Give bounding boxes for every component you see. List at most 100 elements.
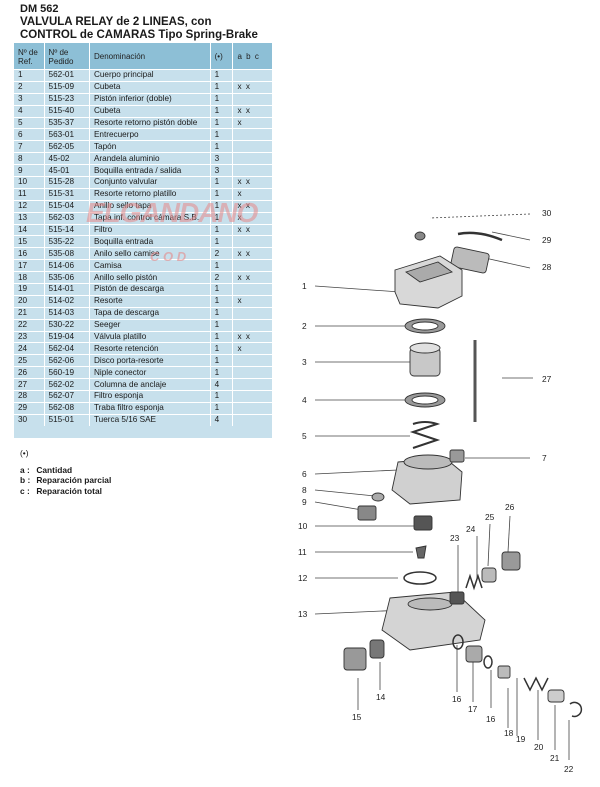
parts-table-panel: Nº de Ref. Nº de Pedido Denominación (•)…: [14, 43, 272, 438]
quantity-cell: 1: [210, 354, 234, 367]
ref-cell: 19: [14, 283, 45, 296]
callout-19: 19: [516, 734, 526, 744]
parts-table: Nº de Ref. Nº de Pedido Denominación (•)…: [14, 43, 272, 426]
denominacion-cell: Entrecuerpo: [89, 128, 211, 141]
repair-flags-cell: x x: [232, 104, 272, 118]
quantity-cell: 4: [210, 413, 234, 426]
seal-16: [452, 634, 464, 650]
ref-cell: 3: [14, 92, 45, 106]
denominacion-cell: Traba filtro esponja: [89, 401, 211, 415]
ref-cell: 2: [14, 80, 45, 94]
filter-14: [369, 639, 385, 659]
pedido-cell: 535-22: [44, 235, 90, 248]
pedido-cell: 45-01: [44, 164, 90, 177]
header-abc: a b c: [232, 43, 272, 70]
legend-item-a: a : Cantidad: [20, 465, 111, 476]
quantity-cell: 1: [210, 342, 234, 355]
callout-15: 15: [352, 712, 362, 722]
pedido-cell: 562-01: [44, 69, 90, 82]
document-title-line2: CONTROL de CAMARAS Tipo Spring-Brake: [20, 29, 258, 41]
ref-cell: 20: [14, 294, 45, 308]
repair-flags-cell: x: [232, 294, 272, 308]
pedido-cell: 535-37: [44, 116, 90, 129]
pedido-cell: 515-14: [44, 223, 90, 236]
pedido-cell: 514-03: [44, 306, 90, 320]
legend-key: b :: [20, 475, 31, 485]
repair-flags-cell: x x: [232, 330, 272, 343]
callout-14: 14: [376, 692, 386, 702]
quantity-cell: 1: [210, 330, 234, 343]
quantity-cell: 1: [210, 390, 234, 403]
ref-cell: 4: [14, 104, 45, 118]
exploded-view-diagram: 30 29 28 1 2 3 27 4 5 7 6 8 9 26 10 25 2…: [298, 208, 583, 774]
denominacion-cell: Conjunto valvular: [89, 176, 211, 189]
legend-value: Cantidad: [36, 464, 73, 475]
repair-flags-cell: x: [232, 342, 272, 355]
callout-16a: 16: [452, 694, 462, 704]
ref-cell: 16: [14, 247, 45, 260]
quantity-cell: 1: [210, 223, 234, 236]
callout-7: 7: [542, 453, 547, 463]
pedido-cell: 45-02: [44, 152, 90, 165]
repair-flags-cell: [232, 401, 272, 415]
callout-16b: 16: [486, 714, 496, 724]
piston-seal-18: [483, 655, 493, 669]
seal-ring-12: [403, 571, 437, 585]
spring-20: [523, 676, 549, 692]
ref-cell: 9: [14, 164, 45, 177]
denominacion-cell: Cubeta: [89, 80, 211, 94]
ref-cell: 26: [14, 366, 45, 379]
callout-26: 26: [505, 502, 515, 512]
callout-21: 21: [550, 753, 560, 763]
quantity-cell: 1: [210, 306, 234, 320]
parts-table-header: Nº de Ref. Nº de Pedido Denominación (•)…: [14, 43, 272, 70]
ref-cell: 13: [14, 211, 45, 225]
pedido-cell: 515-04: [44, 199, 90, 213]
legend-item-b: b : Reparación parcial: [20, 475, 111, 486]
quantity-cell: 1: [210, 401, 234, 415]
callout-5: 5: [302, 431, 307, 441]
repair-flags-cell: [232, 259, 272, 272]
denominacion-cell: Boquilla entrada / salida: [89, 164, 211, 177]
denominacion-cell: Seeger: [89, 318, 211, 332]
quantity-cell: 1: [210, 187, 234, 201]
denominacion-cell: Válvula platillo: [89, 330, 211, 343]
document-code: DM 562: [20, 3, 59, 15]
callout-9: 9: [302, 497, 307, 507]
pedido-cell: 563-01: [44, 128, 90, 141]
repair-flags-cell: [232, 390, 272, 403]
legend-mark: (•): [20, 448, 29, 458]
callout-4: 4: [302, 395, 307, 405]
repair-flags-cell: [232, 354, 272, 367]
callout-30: 30: [542, 208, 552, 218]
foam-filter-28: [450, 246, 490, 274]
repair-flags-cell: [232, 128, 272, 141]
repair-flags-cell: [232, 235, 272, 248]
denominacion-cell: Tapa inf. control cámara S.B.: [89, 211, 211, 225]
ref-cell: 11: [14, 187, 45, 201]
legend-key: a :: [20, 464, 30, 475]
pedido-cell: 519-04: [44, 330, 90, 343]
repair-flags-cell: [232, 413, 272, 426]
repair-flags-cell: [232, 152, 272, 165]
ref-cell: 28: [14, 390, 45, 403]
ref-cell: 1: [14, 69, 45, 82]
denominacion-cell: Tapón: [89, 140, 211, 153]
header-ref: Nº de Ref.: [14, 43, 45, 70]
quantity-cell: 1: [210, 283, 234, 296]
repair-flags-cell: [232, 306, 272, 320]
denominacion-cell: Pistón inferior (doble): [89, 92, 211, 106]
quantity-cell: 1: [210, 116, 234, 129]
pedido-cell: 562-04: [44, 342, 90, 355]
quantity-cell: 1: [210, 80, 234, 94]
discharge-cover-21: [547, 689, 565, 703]
